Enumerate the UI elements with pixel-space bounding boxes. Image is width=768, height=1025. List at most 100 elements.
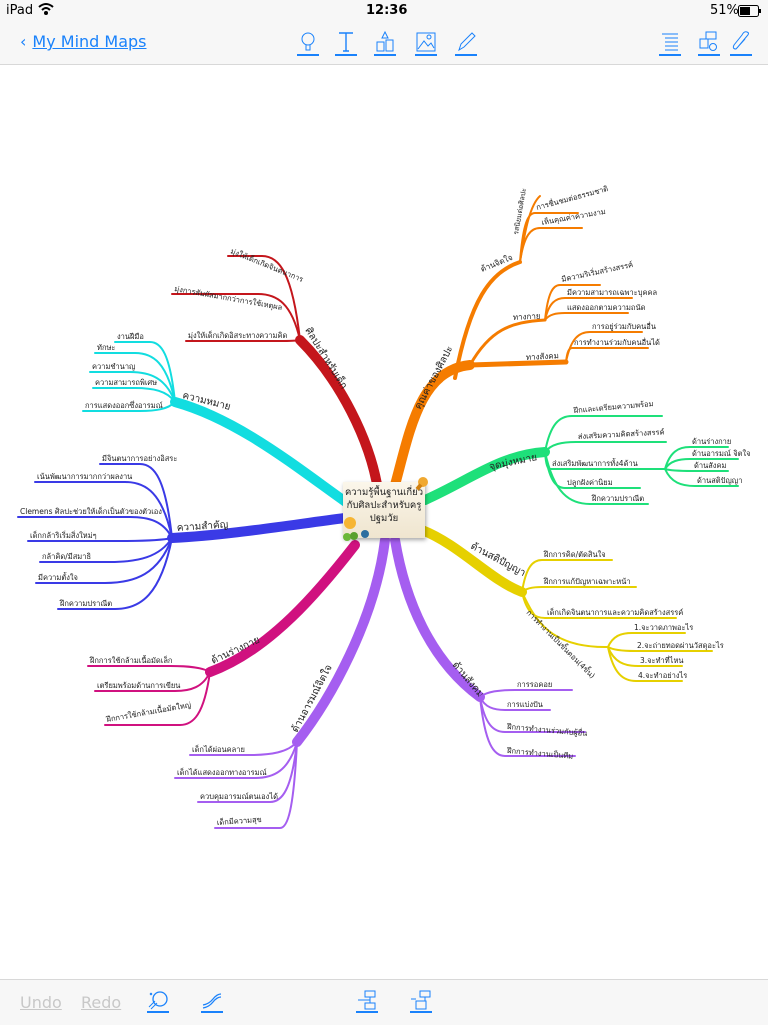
- area-item-line: [664, 458, 739, 470]
- subtopic[interactable]: ส่งเสริมความคิดสร้างสรรค์: [578, 427, 665, 441]
- subtopic[interactable]: ฝึกการทำงานร่วมกับผู้อื่น: [505, 721, 587, 738]
- step-item[interactable]: 1.จะวาดภาพอะไร: [634, 623, 693, 632]
- subtopic[interactable]: การรอคอย: [517, 680, 552, 689]
- subtopic[interactable]: ฝึกการทำงานเป็นทีม: [505, 745, 573, 761]
- step-item[interactable]: 4.จะทำอย่างไร: [638, 671, 687, 680]
- shapes-icon: [374, 30, 396, 56]
- subtopic[interactable]: ส่งเสริมพัฒนาการทั้ง4ด้าน: [552, 458, 638, 468]
- step-item-line: [607, 646, 683, 667]
- subtopic[interactable]: ฝึกการแก้ปัญหาเฉพาะหน้า: [543, 577, 631, 586]
- subtopic-line: [521, 591, 609, 649]
- topic-value[interactable]: คุณค่าของศิลปะ: [413, 344, 456, 411]
- subtopic[interactable]: งานฝีมือ: [117, 332, 144, 341]
- subtopic[interactable]: เด็กได้ผ่อนคลาย: [192, 744, 245, 754]
- central-topic[interactable]: ความรู้พื้นฐานเกี่ยว กับศิลปะสำหรับครู ป…: [343, 482, 425, 538]
- area-item[interactable]: ด้านอารมณ์ จิตใจ: [692, 449, 751, 458]
- subtopic[interactable]: ฝึกความปราณีต: [59, 599, 113, 608]
- subtopic[interactable]: มีความตั้งใจ: [38, 572, 78, 582]
- clean-up-layout-icon[interactable]: [147, 989, 169, 1013]
- add-sibling-topic-icon[interactable]: [356, 989, 378, 1013]
- outline-list-icon: [659, 33, 681, 56]
- map-settings-icon-button[interactable]: [697, 30, 721, 56]
- subtopic[interactable]: ฝึกการใช้กล้ามเนื้อมัดเล็ก: [89, 655, 173, 665]
- subtopic[interactable]: ปลูกฝังค่านิยม: [567, 478, 613, 487]
- attachment-icon-button[interactable]: [729, 30, 753, 56]
- lightbulb-icon-button[interactable]: [296, 30, 320, 56]
- group-label[interactable]: ด้านจิตใจ: [479, 253, 514, 274]
- subtopic[interactable]: แสดงออกตามความถนัด: [567, 303, 646, 312]
- step-item[interactable]: 3.จะทำที่ไหน: [640, 655, 684, 665]
- status-bar: iPad 12:36 51%: [0, 0, 768, 22]
- navigation-bar: ‹My Mind Maps: [0, 22, 768, 65]
- subtopic[interactable]: การอยู่ร่วมกับคนอื่น: [592, 321, 656, 331]
- undo-button[interactable]: Undo: [20, 993, 62, 1012]
- subtopic-line: [544, 297, 633, 321]
- redo-button[interactable]: Redo: [81, 993, 122, 1012]
- subtopic-line: [521, 559, 613, 593]
- subtopic[interactable]: มีความสามารถเฉพาะบุคคล: [567, 288, 657, 297]
- subtopic[interactable]: เน้นพัฒนาการมากกว่าผลงาน: [37, 472, 132, 481]
- subtopic[interactable]: ความสามารถพิเศษ: [95, 378, 157, 387]
- value-branch: [453, 260, 522, 380]
- subtopic[interactable]: เด็กได้แสดงออกทางอารมณ์: [177, 767, 267, 777]
- pushpins-sticker-icon: [340, 517, 372, 547]
- subtopic-line: [27, 537, 173, 542]
- subtopic[interactable]: มุ่งให้เด็กเกิดจินตนาการ: [229, 246, 305, 284]
- step-item-line: [607, 646, 713, 652]
- topic-importance[interactable]: ความสำคัญ: [176, 519, 228, 534]
- subtopic-line: [544, 451, 649, 505]
- text-icon-button[interactable]: [334, 30, 358, 56]
- image-icon-button[interactable]: [414, 30, 438, 56]
- subtopic-line: [57, 537, 173, 610]
- subtopic[interactable]: มีความริเริ่มสร้างสรรค์: [560, 259, 634, 284]
- subtopic[interactable]: ความชำนาญ: [92, 362, 135, 371]
- objectives-branch: [420, 447, 550, 505]
- subtopic[interactable]: ทักษะ: [97, 343, 115, 352]
- area-item[interactable]: ด้านสังคม: [694, 461, 726, 470]
- subtopic[interactable]: กล้าคิด/มีสมาธิ: [42, 552, 91, 561]
- subtopic[interactable]: มีจินตนาการอย่างอิสระ: [102, 454, 177, 463]
- step-item[interactable]: 2.จะถ่ายทอดผ่านวัสดุอะไร: [637, 641, 724, 650]
- subtopic[interactable]: ฝึกความปราณีต: [591, 494, 645, 503]
- subtopic-line: [94, 352, 176, 403]
- subtopic-line: [82, 401, 176, 412]
- connection-line-icon[interactable]: [201, 989, 223, 1013]
- outline-list-icon-button[interactable]: [658, 30, 682, 56]
- back-to-my-mind-maps-button[interactable]: ‹My Mind Maps: [20, 32, 147, 51]
- subtopic[interactable]: การแบ่งปัน: [507, 700, 543, 709]
- subtopic[interactable]: มุ่งให้เด็กเกิดอิสระทางความคิด: [188, 330, 288, 340]
- subtopic[interactable]: เห็นคุณค่าความงาม: [541, 206, 607, 227]
- subtopic[interactable]: Clemens ศิลปะช่วยให้เด็กเป็นตัวของตัวเอง: [20, 506, 162, 516]
- subtopic[interactable]: ฝึกการใช้กล้ามเนื้อมัดใหญ่: [104, 699, 192, 724]
- subtopic-line: [521, 586, 637, 593]
- area-item-line: [664, 468, 739, 487]
- subtopic-line: [87, 665, 211, 673]
- subtopic[interactable]: เด็กเกิดจินตนาการและความคิดสร้างสรรค์: [547, 607, 683, 617]
- subtopic-line: [114, 341, 176, 403]
- subtopic[interactable]: เตรียมพร้อมด้านการเขียน: [97, 681, 180, 690]
- area-item[interactable]: ด้านร่างกาย: [692, 437, 731, 446]
- subtopic[interactable]: เด็กมีความสุข: [216, 814, 262, 827]
- pencil-icon-button[interactable]: [454, 30, 478, 56]
- add-child-topic-icon[interactable]: [410, 989, 432, 1013]
- subtopic-line: [39, 537, 173, 563]
- subtopic[interactable]: ควบคุมอารมณ์ตนเองได้: [200, 792, 278, 801]
- image-icon: [415, 32, 437, 56]
- subtopic[interactable]: มุ่งการสัมผัสมากกว่าการใช้เหตุผล: [174, 284, 283, 312]
- device-name: iPad: [6, 3, 34, 18]
- bottom-toolbar: Undo Redo: [0, 979, 768, 1025]
- area-item[interactable]: ด้านสติปัญญา: [697, 476, 742, 485]
- shapes-icon-button[interactable]: [373, 30, 397, 56]
- subtopic[interactable]: ฝึกและเตรียมความพร้อม: [572, 399, 654, 415]
- subtopic[interactable]: การทำงานร่วมกับคนอื่นได้: [574, 337, 660, 347]
- subtopic[interactable]: ฝึกการคิด/ตัดสินใจ: [543, 550, 606, 559]
- group-label[interactable]: ทางกาย: [513, 312, 541, 322]
- mind-map-canvas[interactable]: ศิลปะสำหรับเด็กมุ่งให้เด็กเกิดจินตนาการม…: [0, 65, 768, 979]
- group-label[interactable]: ทางสังคม: [526, 351, 560, 362]
- subtopic[interactable]: การแสดงออกซึ่งอารมณ์: [85, 400, 163, 410]
- pencil-icon: [455, 32, 477, 56]
- step-item-line: [607, 646, 683, 682]
- subtopic[interactable]: เด็กกล้าริเริ่มสิ่งใหม่ๆ: [30, 530, 97, 540]
- subtopic-line: [519, 212, 579, 263]
- subtopic-line: [227, 255, 301, 341]
